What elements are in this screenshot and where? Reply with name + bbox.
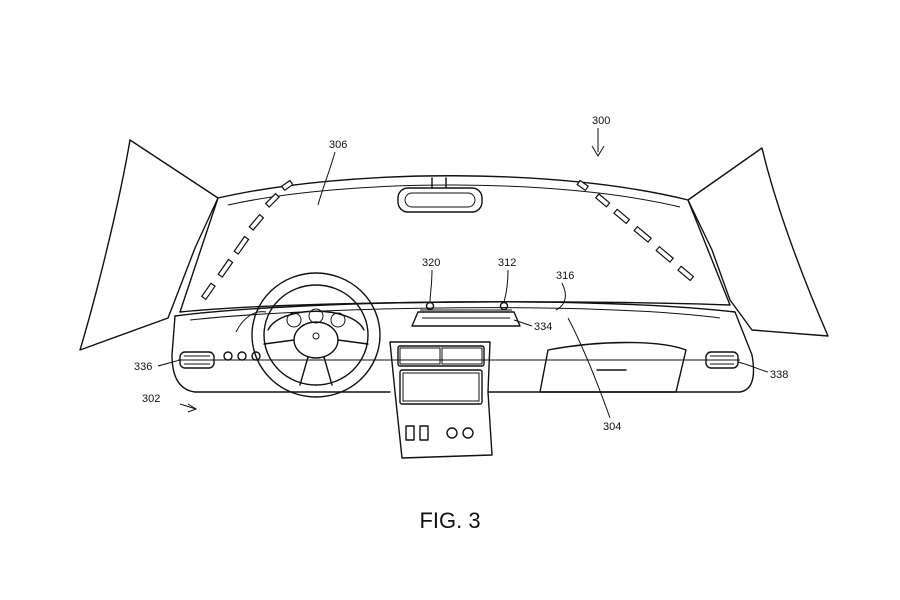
windshield-inner-edge [227, 184, 681, 208]
glove-box [539, 341, 687, 393]
ref-316: 316 [556, 270, 574, 282]
right-a-pillar [687, 147, 829, 337]
left-vent [179, 351, 215, 369]
left-a-pillar [79, 139, 219, 351]
ref-300: 300 [592, 115, 610, 127]
windshield [179, 175, 731, 313]
ref-304: 304 [603, 421, 621, 433]
ref-334: 334 [534, 321, 552, 333]
ref-336: 336 [134, 361, 152, 373]
left-control-knobs [223, 351, 261, 361]
right-vent [705, 351, 739, 369]
dashboard-top-inner [189, 307, 721, 321]
figure-caption: FIG. 3 [419, 508, 480, 533]
rearview-mirror [397, 177, 483, 213]
ref-302: 302 [142, 393, 160, 405]
ref-320: 320 [422, 257, 440, 269]
ref-306: 306 [329, 139, 347, 151]
hud-unit [411, 301, 521, 327]
ref-338: 338 [770, 369, 788, 381]
center-console [389, 341, 493, 459]
dashboard-top [174, 301, 736, 317]
steering-wheel [251, 272, 381, 398]
ref-312: 312 [498, 257, 516, 269]
leader-lines [157, 128, 769, 419]
windshield-right-markings [576, 179, 695, 282]
dashboard-body [171, 311, 755, 393]
windshield-left-markings [200, 179, 294, 301]
instrument-cluster [235, 308, 365, 333]
